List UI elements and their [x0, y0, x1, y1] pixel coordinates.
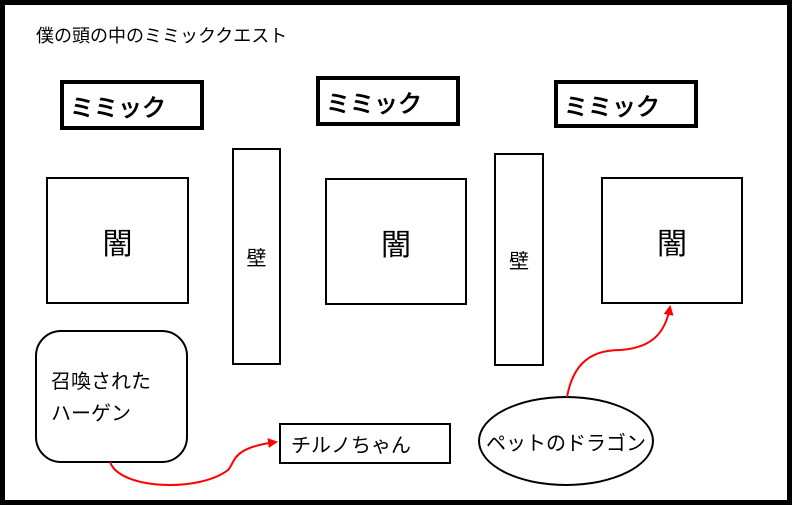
mimic-box-3: ミミック: [554, 80, 698, 128]
pet-dragon-node: ペットのドラゴン: [478, 396, 654, 486]
dark-box-3: 闇: [601, 177, 743, 304]
dark-box-2: 闇: [325, 178, 467, 305]
arrow-dragon-to-dark: [566, 305, 674, 398]
cirno-node: チルノちゃん: [279, 423, 451, 464]
wall-box-1: 壁: [232, 148, 281, 365]
summoned-line-1: 召喚された: [51, 368, 151, 393]
wall-box-2: 壁: [494, 153, 544, 366]
arrow-hagen-to-cirno: [109, 438, 278, 486]
dark-box-1: 闇: [46, 177, 189, 304]
mimic-box-1: ミミック: [60, 80, 204, 130]
mimic-box-2: ミミック: [316, 76, 460, 126]
diagram-title: 僕の頭の中のミミッククエスト: [36, 26, 288, 47]
summoned-line-2: ハーゲン: [51, 400, 131, 425]
summoned-hagen-node: 召喚された ハーゲン: [35, 330, 188, 463]
